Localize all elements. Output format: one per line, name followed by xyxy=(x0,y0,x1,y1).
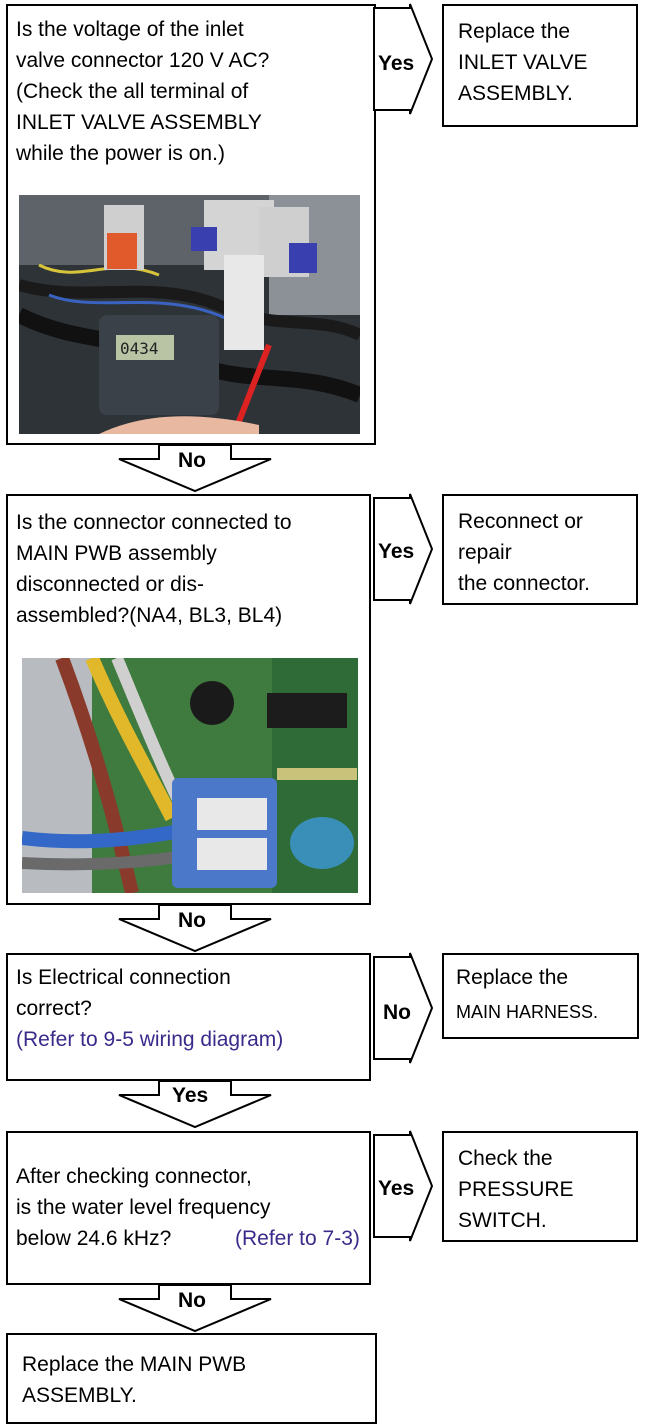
step1-yes-arrow xyxy=(373,3,434,115)
step3-yes-label: Yes xyxy=(172,1084,209,1107)
step2-no-label: No xyxy=(178,909,206,932)
step4-no-arrow xyxy=(118,1284,272,1333)
step1-question-text: Is the voltage of the inlet valve connec… xyxy=(16,18,270,165)
final-action-text: Replace the MAIN PWB ASSEMBLY. xyxy=(22,1353,247,1407)
step4-question-text: After checking connector, is the water l… xyxy=(16,1165,271,1250)
step3-no-arrow xyxy=(373,952,434,1064)
step4-no-label: No xyxy=(178,1289,206,1312)
step1-yes-action-text: Replace the INLET VALVE ASSEMBLY. xyxy=(458,20,588,105)
step3-no-action-line1: Replace the xyxy=(456,966,569,989)
step3-no-action-line2: MAIN HARNESS. xyxy=(456,1002,599,1022)
step1-no-arrow xyxy=(118,444,272,493)
step2-yes-arrow xyxy=(373,493,434,605)
step2-connector-photo xyxy=(22,658,358,893)
step2-yes-action-box: Reconnect or repair the connector. xyxy=(442,494,638,605)
step1-no-label: No xyxy=(178,449,206,472)
step4-reference-link[interactable]: (Refer to 7-3) xyxy=(235,1227,360,1250)
step3-reference-link[interactable]: (Refer to 9-5 wiring diagram) xyxy=(16,1028,284,1051)
step1-inlet-valve-photo: 0434 xyxy=(19,195,360,434)
svg-text:0434: 0434 xyxy=(120,339,159,358)
step1-yes-action-box: Replace the INLET VALVE ASSEMBLY. xyxy=(442,4,638,127)
step4-yes-arrow xyxy=(373,1130,434,1242)
step2-yes-label: Yes xyxy=(378,540,415,563)
step3-yes-arrow xyxy=(118,1080,272,1129)
step2-question-text: Is the connector connected to MAIN PWB a… xyxy=(16,511,292,627)
step1-yes-label: Yes xyxy=(378,52,415,75)
step4-yes-label: Yes xyxy=(378,1177,415,1200)
step2-no-arrow xyxy=(118,904,272,953)
step4-yes-action-box: Check the PRESSURE SWITCH. xyxy=(442,1131,638,1242)
step4-yes-action-text: Check the PRESSURE SWITCH. xyxy=(458,1147,574,1232)
step3-no-action-box: Replace the MAIN HARNESS. xyxy=(442,953,639,1039)
step4-question-box xyxy=(6,1131,371,1285)
step2-yes-action-text: Reconnect or repair the connector. xyxy=(458,510,590,595)
final-action-box: Replace the MAIN PWB ASSEMBLY. xyxy=(6,1333,377,1424)
step3-question-text: Is Electrical connection correct? xyxy=(16,966,231,1020)
step3-no-label: No xyxy=(383,1001,411,1024)
